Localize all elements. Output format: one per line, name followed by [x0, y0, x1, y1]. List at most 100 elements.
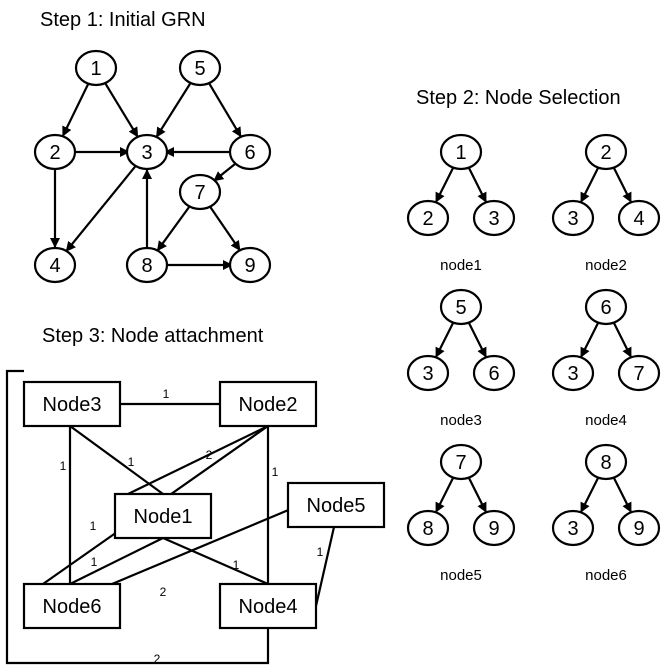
selection-parent-node: 1: [439, 133, 483, 171]
grn-node-4: 4: [33, 246, 77, 284]
grn-node-6: 6: [228, 133, 272, 171]
step3-title: Step 3: Node attachment: [42, 325, 264, 347]
attachment-node2-box: Node2: [218, 380, 318, 428]
edge-weight-label: 1: [90, 519, 97, 533]
selection-edge: [580, 321, 600, 358]
grn-node-label: 7: [194, 182, 205, 204]
selection-edge: [435, 476, 455, 513]
edge-weight-label: 2: [160, 585, 167, 599]
selection-tree-node1: 1 2 3 node1: [406, 133, 516, 274]
selection-parent-label: 1: [455, 142, 466, 164]
selection-child-node: 2: [406, 199, 450, 237]
selection-tree-node4: 6 3 7 node4: [551, 288, 661, 429]
selection-edge: [580, 476, 600, 513]
attachment-edge-node3-node4: [5, 369, 270, 665]
grn-node-label: 6: [244, 142, 255, 164]
selection-caption: node6: [585, 567, 627, 584]
selection-parent-label: 5: [455, 297, 466, 319]
selection-child-node: 4: [617, 199, 661, 237]
grn-node-2: 2: [33, 133, 77, 171]
attachment-node3-box: Node3: [22, 380, 122, 428]
grn-node-9: 9: [228, 246, 272, 284]
grn-node-3: 3: [125, 133, 169, 171]
attachment-node-label: Node1: [134, 506, 193, 528]
selection-edge: [435, 321, 455, 358]
selection-child-node: 3: [472, 199, 516, 237]
selection-edge: [467, 166, 487, 203]
grn-edge-5-6: [207, 82, 242, 138]
selection-parent-node: 5: [439, 288, 483, 326]
selection-edge: [612, 166, 632, 203]
selection-parent-label: 2: [600, 142, 611, 164]
selection-tree-node6: 8 3 9 node6: [551, 443, 661, 584]
grn-node-label: 8: [141, 255, 152, 277]
selection-child-label: 3: [567, 363, 578, 385]
attachment-node-label: Node2: [239, 394, 298, 416]
selection-child-label: 9: [633, 518, 644, 540]
grn-edge-7-9: [208, 205, 241, 251]
selection-child-node: 3: [551, 199, 595, 237]
selection-parent-label: 6: [600, 297, 611, 319]
selection-edge: [612, 321, 632, 358]
grn-node-label: 2: [49, 142, 60, 164]
grn-node-7: 7: [178, 173, 222, 211]
selection-edge: [467, 321, 487, 358]
selection-parent-node: 8: [584, 443, 628, 481]
selection-child-node: 9: [617, 509, 661, 547]
edge-weight-label: 1: [233, 558, 240, 572]
selection-caption: node5: [440, 567, 482, 584]
grn-edge-3-4: [65, 164, 138, 252]
attachment-node-label: Node6: [43, 596, 102, 618]
selection-parent-label: 8: [600, 452, 611, 474]
selection-child-node: 3: [406, 354, 450, 392]
attachment-node-label: Node4: [239, 596, 298, 618]
selection-edge: [467, 476, 487, 513]
selection-parent-node: 6: [584, 288, 628, 326]
selection-child-label: 3: [567, 208, 578, 230]
selection-child-label: 3: [488, 208, 499, 230]
selection-parent-node: 2: [584, 133, 628, 171]
selection-tree-node2: 2 3 4 node2: [551, 133, 661, 274]
selection-edge: [580, 166, 600, 203]
selection-child-label: 8: [422, 518, 433, 540]
selection-caption: node4: [585, 412, 627, 429]
selection-edge: [435, 166, 455, 203]
selection-child-node: 3: [551, 509, 595, 547]
attachment-edge-node5-node6: [111, 504, 299, 586]
selection-caption: node2: [585, 257, 627, 274]
grn-node-label: 4: [49, 255, 60, 277]
attachment-edge-node2-node1: [127, 425, 269, 495]
selection-child-node: 7: [617, 354, 661, 392]
selection-caption: node1: [440, 257, 482, 274]
selection-child-label: 3: [422, 363, 433, 385]
attachment-edge-node1-node4: [162, 536, 269, 586]
attachment-node6-box: Node6: [22, 582, 122, 630]
edge-weight-label: 1: [128, 455, 135, 469]
edge-weight-label: 1: [60, 459, 67, 473]
selection-child-node: 3: [551, 354, 595, 392]
attachment-edge-node1-node6: [69, 537, 164, 585]
selection-child-node: 8: [406, 509, 450, 547]
selection-child-label: 6: [488, 363, 499, 385]
attachment-node-label: Node3: [43, 394, 102, 416]
edge-weight-label: 1: [163, 387, 170, 401]
grn-node-label: 3: [141, 142, 152, 164]
selection-child-label: 7: [633, 363, 644, 385]
selection-child-node: 6: [472, 354, 516, 392]
attachment-node-label: Node5: [307, 495, 366, 517]
edge-weight-label: 1: [317, 545, 324, 559]
grn-node-1: 1: [74, 49, 118, 87]
step2-title: Step 2: Node Selection: [416, 87, 621, 109]
attachment-node1-box: Node1: [113, 492, 213, 540]
selection-edge: [612, 476, 632, 513]
grn-edge-6-7: [213, 161, 238, 182]
selection-parent-node: 7: [439, 443, 483, 481]
selection-child-node: 9: [472, 509, 516, 547]
grn-edges: [50, 81, 242, 270]
